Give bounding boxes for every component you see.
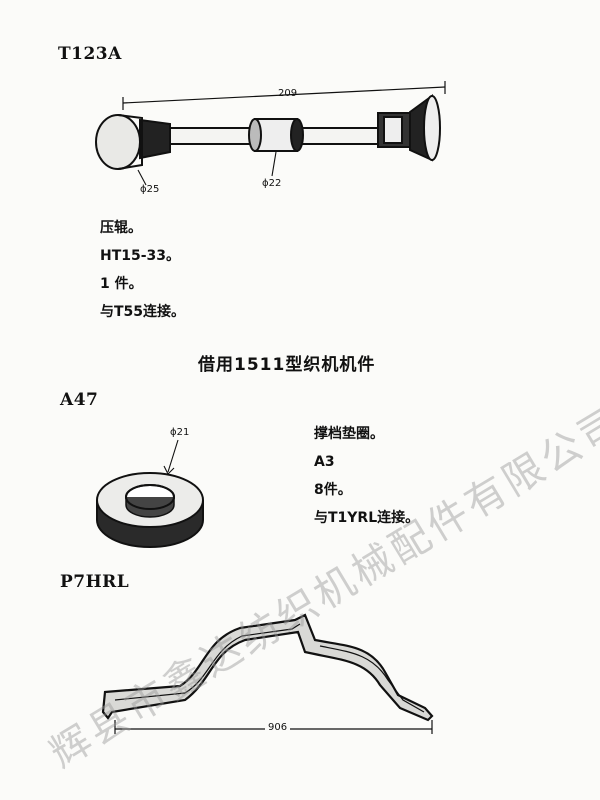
washer-leader — [163, 439, 179, 475]
note-line: 撑档垫圈。 — [314, 426, 384, 442]
dimension-label-left-diameter: ϕ25 — [140, 184, 160, 195]
section-heading: 借用1511型织机机件 — [198, 355, 376, 375]
note-line: 与T55连接。 — [100, 304, 186, 320]
washer-drawing — [96, 472, 204, 548]
dimension-label-length: 209 — [278, 88, 298, 99]
dimension-label-906: 906 — [265, 722, 291, 733]
note-line: A3 — [314, 454, 335, 470]
note-line: 8件。 — [314, 482, 352, 498]
part-code-t123a: T123A — [58, 44, 122, 64]
dimension-line-length — [122, 81, 446, 110]
dimension-leaders-1 — [137, 151, 277, 186]
part-code-p7hrl: P7HRL — [60, 572, 130, 592]
part2-notes: 撑档垫圈。 A3 8件。 与T1YRL连接。 — [314, 420, 419, 532]
note-line: HT15-33。 — [100, 248, 181, 264]
note-line: 1 件。 — [100, 276, 143, 292]
note-line: 与T1YRL连接。 — [314, 510, 420, 526]
bent-bar-drawing — [101, 613, 434, 722]
dimension-label-washer-diameter: ϕ21 — [170, 427, 190, 438]
note-line: 压辊。 — [100, 220, 142, 236]
part1-notes: 压辊。 HT15-33。 1 件。 与T55连接。 — [100, 214, 185, 326]
dimension-label-mid-diameter: ϕ22 — [262, 178, 282, 189]
roller-drawing — [95, 94, 441, 170]
part-code-a47: A47 — [60, 390, 99, 410]
